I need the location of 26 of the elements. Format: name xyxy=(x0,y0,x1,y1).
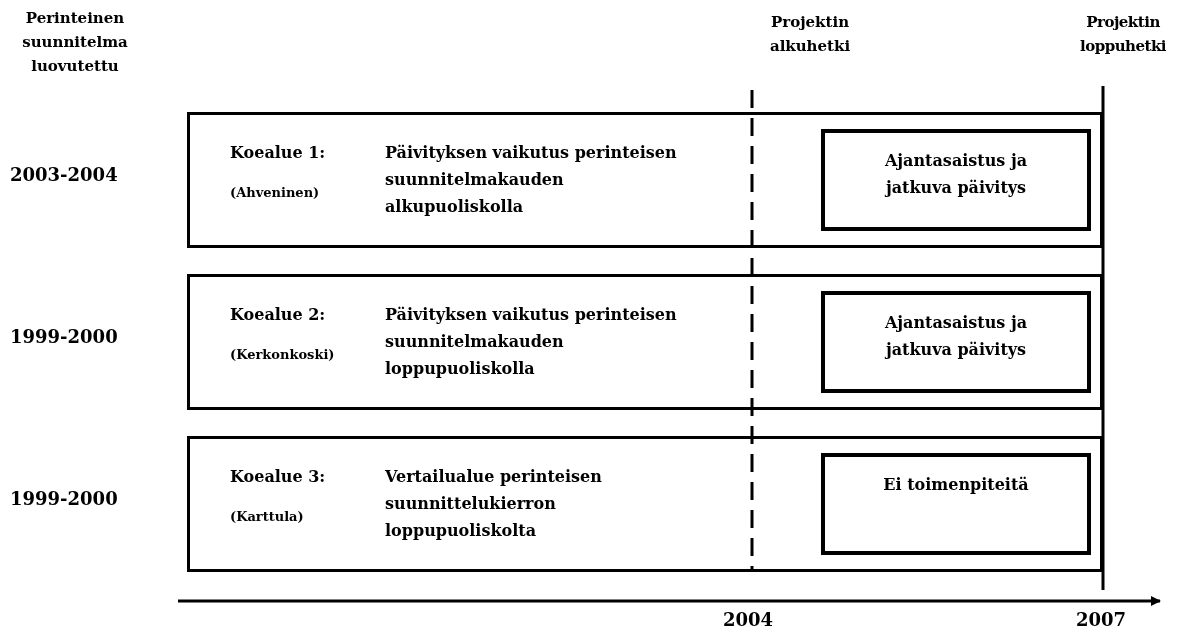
task-box xyxy=(821,453,1091,555)
area-description: Päivityksen vaikutus perinteisen suunnitelmakauden loppupuoliskolla xyxy=(385,304,678,380)
year-range: 1999-2000 xyxy=(10,488,118,509)
column-heading: Projektin loppuhetki xyxy=(1078,12,1168,57)
column-heading: Perinteinen suunnitelma luovutettu xyxy=(21,8,129,77)
column-heading: Projektin alkuhetki xyxy=(768,12,852,57)
task-text: Ajantasaistus ja jatkuva päivitys xyxy=(883,150,1029,199)
task-box xyxy=(821,129,1091,231)
area-description: Vertailualue perinteisen suunnittelukierron loppupuoliskolta xyxy=(385,466,603,542)
task-box xyxy=(821,291,1091,393)
area-title: Koealue 1: xyxy=(230,142,326,164)
year-label: 2004 xyxy=(723,608,774,632)
task-text: Ei toimenpiteitä xyxy=(882,474,1030,496)
test-area-box xyxy=(187,436,1103,572)
area-name: (Kerkonkoski) xyxy=(230,346,335,364)
area-title: Koealue 2: xyxy=(230,304,326,326)
test-area-box xyxy=(187,112,1103,248)
area-description: Päivityksen vaikutus perinteisen suunnitelmakauden alkupuoliskolla xyxy=(385,142,678,218)
year-range: 1999-2000 xyxy=(10,326,118,347)
area-name: (Ahveninen) xyxy=(230,184,320,202)
area-name: (Karttula) xyxy=(230,508,304,526)
test-area-box xyxy=(187,274,1103,410)
year-range: 2003-2004 xyxy=(10,164,118,185)
task-text: Ajantasaistus ja jatkuva päivitys xyxy=(883,312,1029,361)
area-title: Koealue 3: xyxy=(230,466,326,488)
year-label: 2007 xyxy=(1076,608,1127,632)
